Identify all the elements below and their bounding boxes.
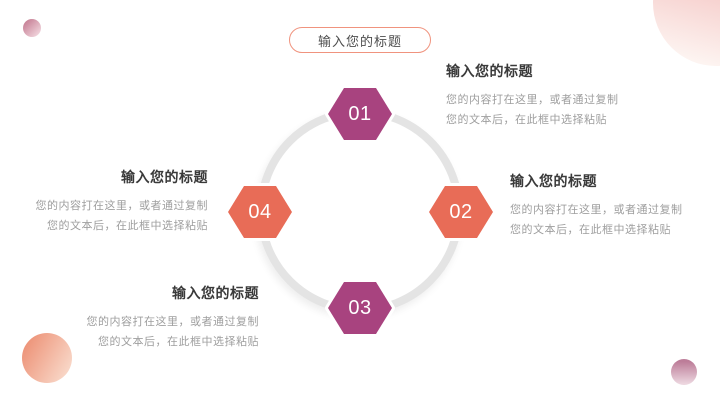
step-number-02: 02 <box>449 200 473 223</box>
hexagon-shape-icon <box>225 183 295 241</box>
step-number-01: 01 <box>348 102 372 125</box>
block-body: 您的内容打在这里，或者通过复制 您的文本后，在此框中选择粘贴 <box>87 312 260 352</box>
block-body-line2: 您的文本后，在此框中选择粘贴 <box>446 114 607 126</box>
step-hexagon-04: 04 <box>222 180 298 244</box>
decor-circle-bottom-right <box>671 359 697 385</box>
block-body-line1: 您的内容打在这里，或者通过复制 <box>510 204 683 216</box>
hexagon-shape-icon <box>426 183 496 241</box>
block-body-line1: 您的内容打在这里，或者通过复制 <box>35 200 208 212</box>
block-title: 输入您的标题 <box>172 285 259 301</box>
block-title: 输入您的标题 <box>121 169 208 185</box>
block-body-line1: 您的内容打在这里，或者通过复制 <box>86 316 259 328</box>
text-block-step-03: 输入您的标题 您的内容打在这里，或者通过复制 您的文本后，在此框中选择粘贴 <box>87 283 260 352</box>
slide-title-text: 输入您的标题 <box>317 33 402 49</box>
block-title: 输入您的标题 <box>510 173 597 189</box>
hexagon-shape-icon <box>325 85 395 143</box>
text-block-step-01: 输入您的标题 您的内容打在这里，或者通过复制 您的文本后，在此框中选择粘贴 <box>446 61 619 130</box>
text-block-step-04: 输入您的标题 您的内容打在这里，或者通过复制 您的文本后，在此框中选择粘贴 <box>36 167 209 236</box>
block-body-line1: 您的内容打在这里，或者通过复制 <box>446 94 619 106</box>
step-hexagon-02: 02 <box>423 180 499 244</box>
block-body-line2: 您的文本后，在此框中选择粘贴 <box>98 336 259 348</box>
step-number-04: 04 <box>248 200 272 223</box>
text-block-step-02: 输入您的标题 您的内容打在这里，或者通过复制 您的文本后，在此框中选择粘贴 <box>510 171 683 240</box>
slide-title-pill: 输入您的标题 <box>289 27 431 53</box>
step-hexagon-01: 01 <box>322 82 398 146</box>
block-body: 您的内容打在这里，或者通过复制 您的文本后，在此框中选择粘贴 <box>510 200 683 240</box>
block-title: 输入您的标题 <box>446 63 533 79</box>
hexagon-shape-icon <box>325 279 395 337</box>
decor-circle-top-right <box>653 0 720 66</box>
step-hexagon-03: 03 <box>322 276 398 340</box>
block-body: 您的内容打在这里，或者通过复制 您的文本后，在此框中选择粘贴 <box>446 90 619 130</box>
step-number-03: 03 <box>348 296 372 319</box>
block-body: 您的内容打在这里，或者通过复制 您的文本后，在此框中选择粘贴 <box>36 196 209 236</box>
decor-circle-bottom-left <box>22 333 72 383</box>
block-body-line2: 您的文本后，在此框中选择粘贴 <box>47 220 208 232</box>
decor-circle-top-left <box>23 19 41 37</box>
block-body-line2: 您的文本后，在此框中选择粘贴 <box>510 224 671 236</box>
